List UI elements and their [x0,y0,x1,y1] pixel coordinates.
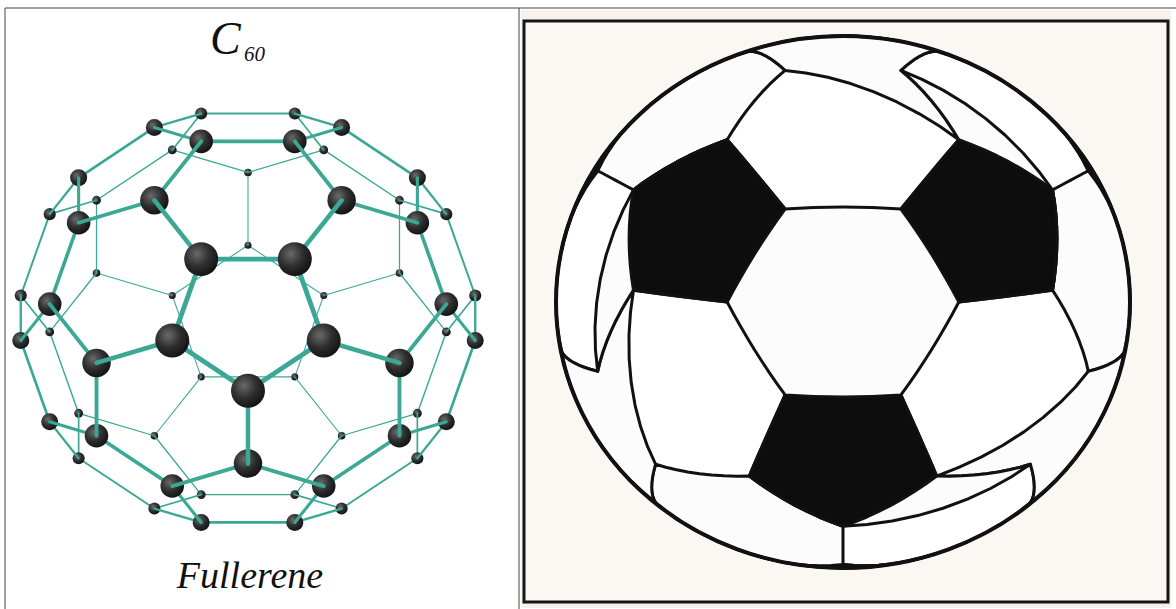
carbon-bond [201,494,295,495]
photo-border [524,21,1168,602]
carbon-bond [79,127,155,177]
carbon-atom [231,374,265,408]
carbon-bond [201,521,295,524]
ball-ground [556,36,1130,568]
carbon-bond [324,273,400,295]
carbon-bond [21,340,50,421]
carbon-bond [78,413,80,458]
hexagon-patch [749,395,1030,526]
carbon-bond [154,495,201,509]
ball-outline [556,36,1130,568]
carbon-bond [201,140,295,144]
carbon-bond [50,223,79,304]
carbon-bond [417,413,419,458]
carbon-bond [324,436,400,486]
carbon-bond [97,273,173,295]
pentagon-patch [749,395,936,526]
carbon-bond [417,332,446,413]
carbon-bond [97,436,173,486]
carbon-bond [154,377,201,436]
frame-line [5,8,1176,9]
carbon-bond [201,113,295,115]
caption-label: Fullerene [177,556,323,594]
carbon-bond [399,200,446,214]
frame-line [519,8,520,609]
carbon-bond [21,214,50,295]
carbon-bond [96,200,97,273]
carbon-bond [50,200,97,214]
carbon-atom [184,242,218,276]
carbon-bond [446,214,475,295]
carbon-bond [295,377,342,436]
soccer-ball [556,36,1130,568]
carbon-bond [417,223,446,304]
photo-ground [521,10,1171,608]
carbon-bond [50,332,79,413]
hexagon-patch [1053,171,1130,372]
formula-letter: C [210,16,241,62]
frame-line [5,8,6,609]
carbon-bond [295,495,342,509]
carbon-bond [247,172,248,245]
panel-frames [5,8,1176,609]
hexagon-patch [727,207,959,397]
carbon-bond [399,200,400,273]
carbon-atom [278,242,312,276]
carbon-atom [307,323,341,357]
carbon-bond [342,127,418,177]
fullerene-molecule [12,108,483,531]
carbon-atom [155,323,189,357]
formula-subscript: 60 [244,44,265,65]
carbon-bond [446,340,475,421]
